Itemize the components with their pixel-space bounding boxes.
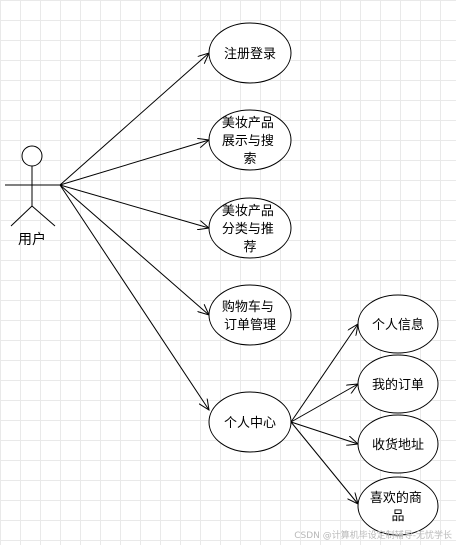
uc4-line1: 购物车与 (222, 299, 274, 315)
svg-text:注册登录: 注册登录 (224, 47, 276, 62)
use-case-product-category-recommend: 美妆产品 分类与推 荐 (208, 197, 292, 259)
svg-text:美妆产品 分类与推 荐: 美妆产品 分类与推 荐 (222, 204, 278, 255)
arrow-to-uc9 (290, 421, 358, 504)
center-associations (290, 324, 358, 504)
uc6-line1: 个人信息 (372, 317, 424, 333)
arrow-to-uc3 (59, 184, 209, 228)
svg-text:美妆产品 展示与搜 索: 美妆产品 展示与搜 索 (222, 116, 278, 167)
use-case-personal-center: 个人中心 (208, 391, 292, 453)
use-case-personal-info: 个人信息 (357, 294, 439, 354)
arrow-to-uc7 (290, 384, 358, 423)
actor-label: 用户 (18, 231, 46, 248)
watermark-text: CSDN @计算机毕设定制辅导-无忧学长 (294, 531, 452, 541)
svg-text:购物车与 订单管理: 购物车与 订单管理 (222, 299, 278, 333)
use-case-shipping-address: 收货地址 (357, 414, 439, 474)
svg-text:个人信息: 个人信息 (372, 317, 424, 333)
arrow-to-uc5 (59, 184, 209, 410)
actor-figure (5, 145, 60, 227)
uc3-line1: 美妆产品 (222, 204, 274, 219)
svg-text:喜欢的商 品: 喜欢的商 品 (370, 490, 426, 524)
uc2-line3: 索 (243, 152, 256, 167)
uc9-line1: 喜欢的商 (370, 490, 422, 506)
arrow-to-uc4 (59, 184, 209, 315)
use-case-my-orders: 我的订单 (357, 354, 439, 414)
uc1-line1: 注册登录 (224, 47, 276, 62)
use-case-registration-login: 注册登录 (208, 22, 292, 84)
actor-left-leg (10, 205, 33, 227)
uc9-line2: 品 (391, 509, 404, 524)
actor-right-leg (31, 205, 56, 227)
arrow-to-uc1 (59, 53, 209, 186)
svg-text:收货地址: 收货地址 (372, 437, 424, 453)
uc8-line1: 收货地址 (372, 437, 424, 453)
svg-text:我的订单: 我的订单 (372, 377, 424, 393)
svg-text:个人中心: 个人中心 (224, 416, 276, 431)
actor-head (21, 145, 43, 167)
uc3-line3: 荐 (243, 240, 256, 255)
uc2-line2: 展示与搜 (222, 134, 274, 149)
uc7-line1: 我的订单 (372, 377, 424, 393)
use-case-favorite-products: 喜欢的商 品 (357, 476, 439, 536)
arrow-to-uc2 (59, 140, 209, 186)
use-case-product-display-search: 美妆产品 展示与搜 索 (208, 109, 292, 171)
uc2-line1: 美妆产品 (222, 116, 274, 131)
use-case-cart-order-management: 购物车与 订单管理 (208, 284, 292, 346)
arrow-to-uc8 (290, 421, 358, 444)
arrow-to-uc6 (290, 324, 358, 423)
uc3-line2: 分类与推 (222, 222, 274, 237)
actor-associations (59, 53, 209, 410)
uc4-line2: 订单管理 (224, 318, 276, 333)
uc5-line1: 个人中心 (224, 416, 276, 431)
